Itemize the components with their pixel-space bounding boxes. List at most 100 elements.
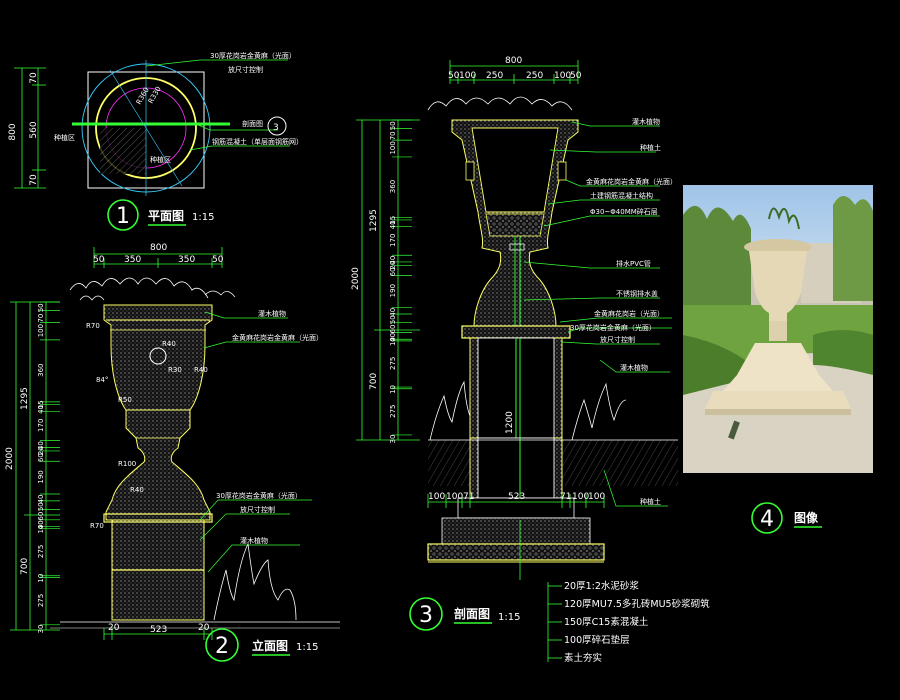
svg-text:R100: R100 <box>118 460 136 468</box>
plan-dimension-left <box>14 67 46 189</box>
sect-dim-detail-labels: 5070100360154017040206019040506040102751… <box>389 121 397 443</box>
photo-title-group: 4 图像 <box>751 502 822 534</box>
sect-detail-label-9: 60 <box>389 267 397 276</box>
elev-detail-label-2: 100 <box>37 324 45 337</box>
sect-detail-label-15: 10 <box>389 337 397 346</box>
sect-dim-bottom-6: 100 <box>588 492 605 502</box>
elev-detail-label-4: 15 <box>37 400 45 409</box>
elev-detail-label-14: 40 <box>37 520 45 529</box>
elev-note-shrub-2: 灌木植物 <box>240 536 268 545</box>
plan-dim-left-1: 560 <box>29 121 39 138</box>
sect-detail-label-7: 40 <box>389 256 397 265</box>
elev-note-control: 放尺寸控制 <box>240 505 275 514</box>
sect-layer-0: 20厚1:2水泥砂浆 <box>564 580 639 592</box>
sect-note-5: 排水PVC管 <box>616 259 651 268</box>
svg-text:R50: R50 <box>118 396 132 404</box>
sect-detail-label-5: 40 <box>389 220 397 229</box>
vase-photo <box>683 185 873 473</box>
plan-section-marker-number: 3 <box>273 123 279 133</box>
elev-detail-label-8: 20 <box>37 446 45 455</box>
sect-dim-bottom-3: 523 <box>508 492 525 502</box>
elev-detail-label-16: 275 <box>37 545 45 558</box>
elev-detail-label-10: 190 <box>37 470 45 483</box>
elev-dim-top-1: 350 <box>124 255 141 265</box>
sect-note-1: 种植土 <box>640 143 661 152</box>
elev-detail-label-15: 10 <box>37 525 45 534</box>
elev-detail-label-17: 10 <box>37 574 45 583</box>
sect-dim-top-3: 250 <box>526 71 543 81</box>
sect-dim-top-4: 100 <box>554 71 571 81</box>
plan-hatch-quarter <box>100 128 146 174</box>
section-gravel-layer <box>485 213 545 237</box>
elevation-title-number: 2 <box>215 634 229 659</box>
sect-layer-1: 120厚MU7.5多孔砖MU5砂浆砌筑 <box>564 598 710 610</box>
elev-radius-labels: R70 R40 R30 R50 R100 R40 R70 R40 84° <box>86 322 208 530</box>
section-pedestal-cap <box>461 325 571 339</box>
svg-text:R40: R40 <box>130 486 144 494</box>
sect-dim-bottom-1: 100 <box>446 492 463 502</box>
sect-detail-label-2: 100 <box>389 141 397 154</box>
elev-note-granite-30: 30厚花岗岩金黄麻（光面） <box>216 491 302 500</box>
sect-detail-label-3: 360 <box>389 180 397 193</box>
plan-section-marker <box>267 116 287 136</box>
elev-detail-label-12: 50 <box>37 502 45 511</box>
sect-detail-label-1: 70 <box>389 131 397 140</box>
elev-detail-label-11: 40 <box>37 495 45 504</box>
sect-detail-label-0: 50 <box>389 121 397 130</box>
elev-dim-bottom-0: 20 <box>108 623 120 633</box>
sect-dim-total: 2000 <box>351 267 361 290</box>
section-scale: 1:15 <box>498 612 520 623</box>
elev-detail-label-5: 40 <box>37 405 45 414</box>
sect-dim-bottom-2: 71 <box>463 492 474 502</box>
elevation-shrub-top <box>69 277 209 299</box>
sect-detail-label-17: 10 <box>389 385 397 394</box>
elev-detail-label-13: 60 <box>37 512 45 521</box>
section-title-badge <box>409 597 443 631</box>
plan-title-badge <box>107 199 139 231</box>
sect-note-10: 灌木植物 <box>620 363 648 372</box>
sect-detail-label-13: 60 <box>389 325 397 334</box>
sect-layer-4: 素土夯实 <box>564 652 602 664</box>
plan-title: 平面图 <box>148 209 184 223</box>
sect-detail-label-12: 50 <box>389 315 397 324</box>
plan-dim-left-0: 70 <box>29 72 39 84</box>
sect-detail-label-6: 170 <box>389 234 397 247</box>
sect-note-8: 30厚花岗岩金黄麻（光面） <box>570 323 656 332</box>
plan-section-label: 剖面图 <box>242 119 263 128</box>
photo-title-badge <box>751 502 783 534</box>
sect-detail-label-14: 40 <box>389 333 397 342</box>
plan-view: 800 70 560 70 R360 R330 种植区 种植区 30厚花岗岩金黄… <box>8 51 303 231</box>
elevation-vase-body <box>103 304 213 521</box>
elevation-title: 立面图 <box>252 638 288 653</box>
elev-dim-sub-1: 700 <box>20 558 30 575</box>
sect-note-9: 放尺寸控制 <box>600 335 635 344</box>
section-foundation-3 <box>427 543 605 561</box>
photo-title: 图像 <box>794 510 819 525</box>
sect-dim-top-1: 100 <box>459 71 476 81</box>
elev-note-granite: 金黄麻花岗岩金黄麻（光面） <box>232 333 323 342</box>
sect-note-3: 土建钢筋混凝土结构 <box>590 191 653 200</box>
plan-dim-left-2: 70 <box>29 174 39 186</box>
sect-dim-sub-1: 700 <box>369 373 379 390</box>
section-view: 800 50 100 250 250 100 50 2000 1295 700 … <box>351 56 710 664</box>
plan-dim-total: 800 <box>8 123 18 140</box>
section-vase-cavity <box>471 127 559 213</box>
elev-detail-label-18: 275 <box>37 594 45 607</box>
sect-detail-label-18: 275 <box>389 404 397 417</box>
elev-dim-top-total: 800 <box>150 243 167 253</box>
sect-detail-label-19: 30 <box>389 435 397 444</box>
svg-text:R40: R40 <box>162 340 176 348</box>
plan-note-concrete: 钢筋混凝土（单层面钢筋网） <box>212 137 303 146</box>
plan-zone-left: 种植区 <box>54 133 75 142</box>
elev-detail-label-9: 60 <box>37 453 45 462</box>
section-shrub-top <box>427 96 573 111</box>
svg-text:84°: 84° <box>96 376 108 384</box>
sect-dim-ticks <box>392 119 412 436</box>
sect-note-4: Φ30~Φ40MM碎石层 <box>590 207 658 216</box>
elevation-ornament <box>149 347 167 365</box>
elev-detail-label-1: 70 <box>37 314 45 323</box>
sect-detail-label-10: 190 <box>389 284 397 297</box>
elev-detail-label-6: 170 <box>37 419 45 432</box>
section-title-number: 3 <box>419 603 433 628</box>
